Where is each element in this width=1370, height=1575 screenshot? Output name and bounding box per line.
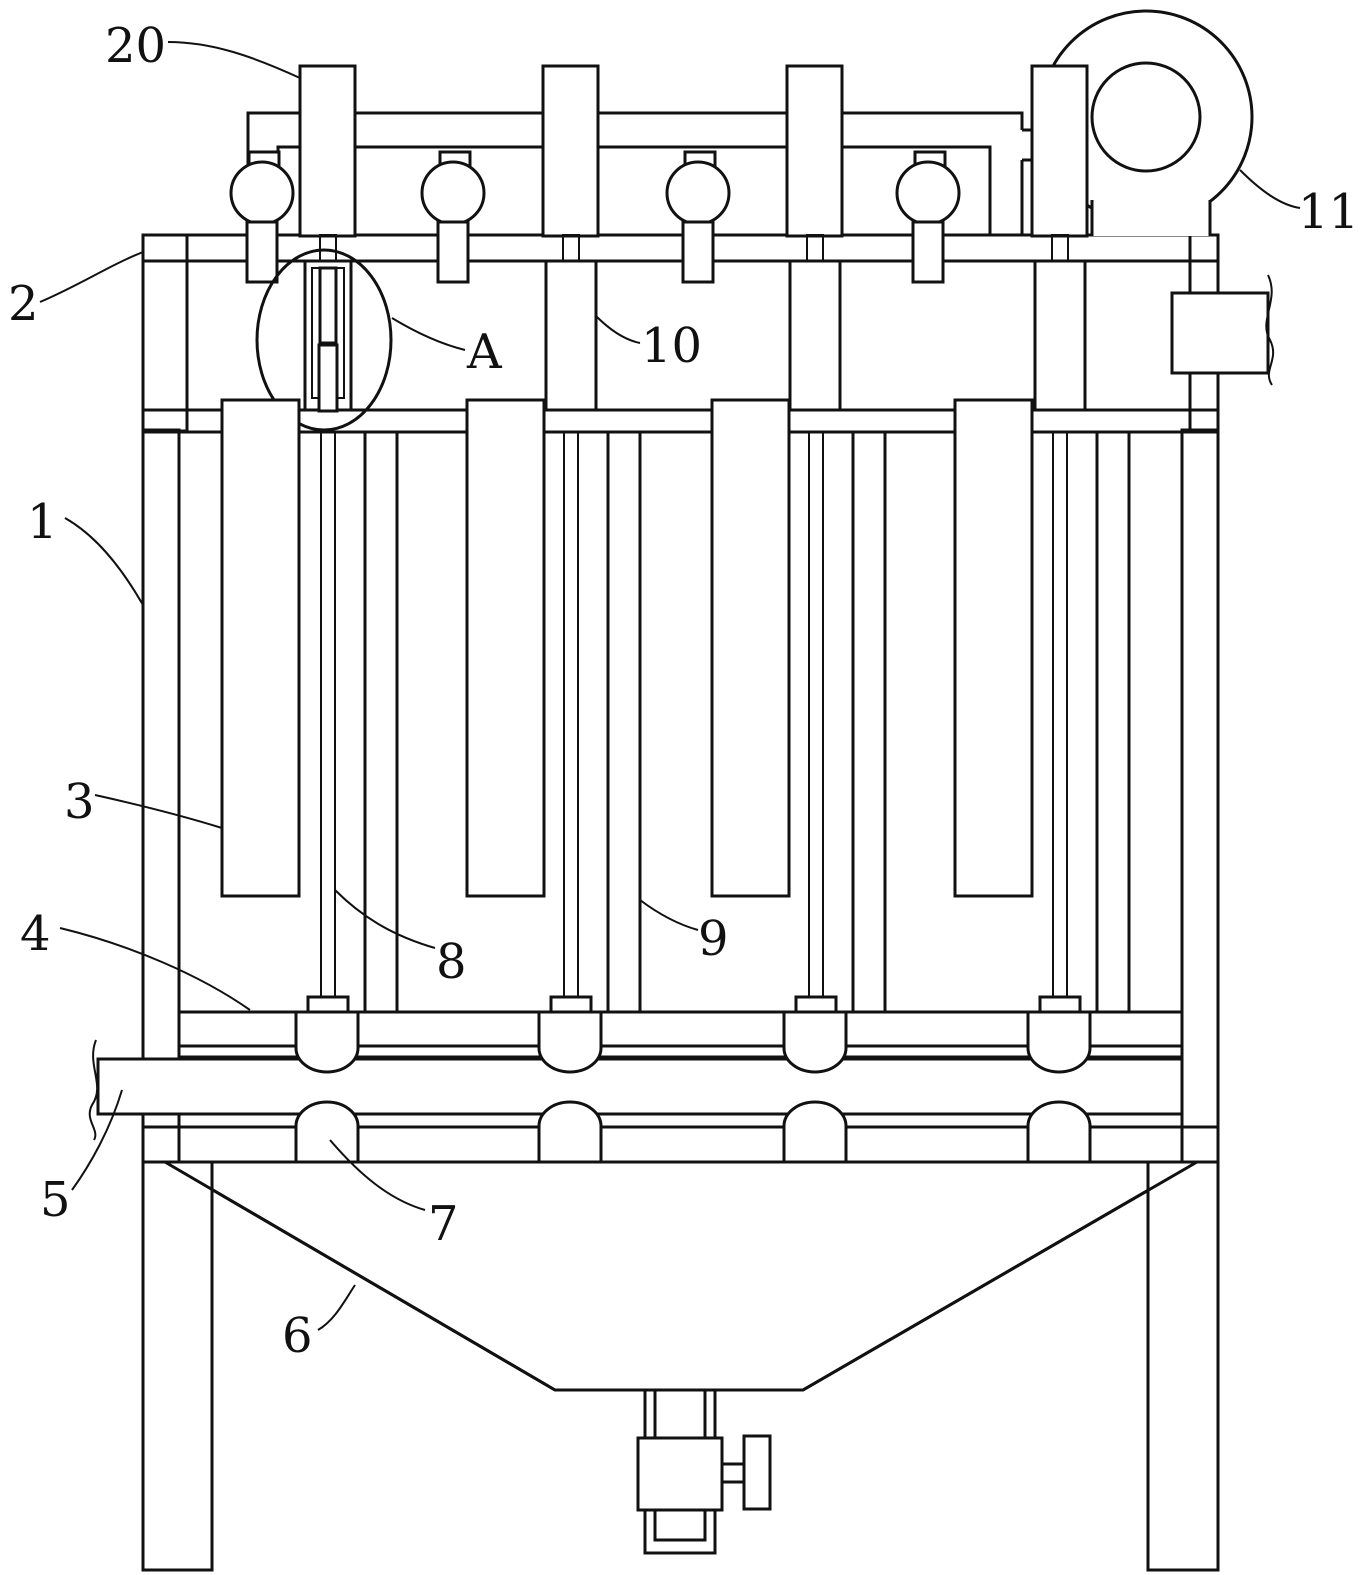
pulse-valve-3: [665, 150, 731, 284]
label-20: 20: [105, 18, 166, 74]
rod-feet: [306, 995, 1082, 1014]
ash-hopper: [159, 1160, 1203, 1392]
pulse-valve-1: [229, 150, 295, 284]
label-2: 2: [8, 276, 39, 332]
label-11: 11: [1298, 184, 1359, 240]
cylinder-2: [541, 64, 600, 238]
label-7: 7: [428, 1196, 459, 1252]
blower: [1038, 9, 1254, 236]
detail-a-ellipse: [255, 248, 393, 432]
cylinder-3: [785, 64, 844, 238]
discharge-valve: [636, 1388, 772, 1555]
sleeve-detail-a: [303, 259, 353, 413]
cylinder-4: [1030, 64, 1089, 238]
label-10: 10: [641, 318, 702, 374]
cylinder-1: [298, 64, 357, 238]
reference-labels: 20 11 2 A 10 1 3 4 8 9 5 7 6: [8, 18, 1359, 1364]
support-legs: [141, 1160, 1220, 1572]
filter-bag-4: [953, 398, 1034, 898]
label-5: 5: [40, 1172, 71, 1228]
top-chamber: [141, 233, 1220, 434]
sleeve-4: [1033, 259, 1087, 412]
label-8: 8: [436, 934, 467, 990]
sleeve-3: [788, 259, 842, 412]
filter-bag-3: [710, 398, 791, 898]
guide-sleeves: [303, 259, 1087, 413]
label-3: 3: [64, 774, 95, 830]
label-a: A: [466, 324, 503, 380]
filter-bag-1: [220, 398, 301, 898]
support-rods: [363, 432, 1131, 1012]
pulse-valve-4: [895, 150, 961, 284]
pulse-valves: [229, 150, 961, 284]
label-9: 9: [698, 911, 729, 967]
label-1: 1: [27, 494, 58, 550]
inlet-pipe: [88, 1039, 1184, 1141]
pulse-valve-2: [420, 150, 486, 284]
label-6: 6: [282, 1308, 313, 1364]
leader-lines: [39, 41, 1301, 1331]
check-valves: [294, 1010, 1092, 1164]
filter-bag-2: [465, 398, 546, 898]
filter-bags: [220, 398, 1034, 898]
outlet-pipe: [1170, 274, 1275, 386]
label-4: 4: [20, 906, 51, 962]
sleeve-2: [544, 259, 598, 412]
cylinders: [298, 64, 1089, 262]
